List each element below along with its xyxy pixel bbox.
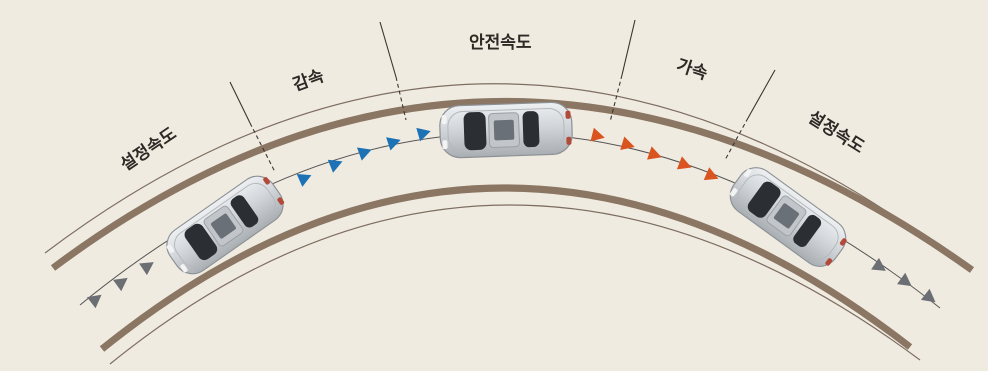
road-outer-thin-line [44, 83, 959, 263]
triangle-arrow-icon [647, 146, 664, 164]
arrows-set-speed-left [86, 256, 158, 309]
triangle-arrow-icon [296, 168, 315, 187]
zone-divider-1 [229, 81, 251, 124]
zone-divider-2-dashed [395, 76, 407, 121]
zone-dividers [229, 19, 776, 173]
triangle-arrow-icon [620, 136, 637, 154]
arrows-decelerate [296, 124, 433, 187]
zone-divider-1-dashed [249, 122, 276, 173]
triangle-arrow-icon [897, 272, 916, 292]
triangle-arrow-icon [871, 257, 890, 277]
zone-divider-4 [747, 69, 776, 119]
road-inner-thin-line [109, 204, 921, 365]
arrows-set-speed-right [871, 257, 940, 308]
triangle-arrow-icon [920, 288, 940, 308]
arrows-accelerate [590, 127, 722, 186]
label-safe-speed: 안전속도 [469, 33, 532, 53]
car-icon [438, 101, 574, 159]
car-icon [722, 159, 854, 275]
triangle-arrow-icon [676, 156, 695, 175]
triangle-arrow-icon [356, 143, 374, 161]
triangle-arrow-icon [113, 272, 132, 292]
zone-divider-4-dashed [724, 117, 749, 161]
road-outer-edge [50, 98, 975, 273]
zone-divider-3-dashed [609, 74, 623, 123]
triangle-arrow-icon [386, 133, 403, 151]
road [44, 83, 975, 365]
triangle-arrow-icon [139, 256, 158, 276]
zone-divider-3 [621, 19, 636, 76]
road-inner-edge [99, 184, 913, 352]
zone-divider-2 [379, 21, 397, 78]
